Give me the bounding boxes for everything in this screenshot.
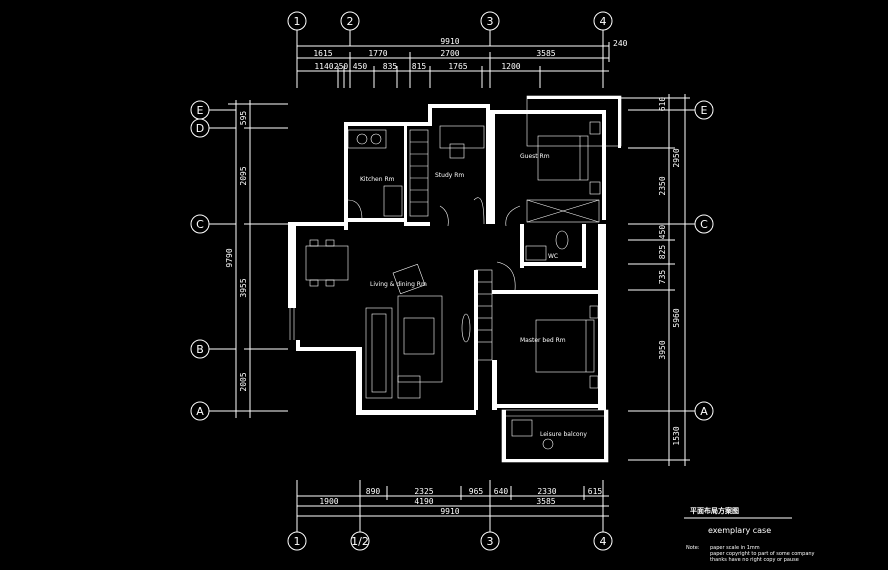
dim-right-outer-0: 2950: [672, 148, 681, 167]
dim-bot-total: 9910: [440, 507, 459, 516]
dim-top-r2-0: 1615: [313, 49, 332, 58]
dim-top-r2-1: 1770: [368, 49, 387, 58]
dim-top-r3-2: 450: [353, 62, 368, 71]
dim-bot-r1-0: 890: [366, 487, 381, 496]
title-block-subtitle: exemplary case: [708, 526, 771, 535]
dim-right-inner-3: 825: [658, 245, 667, 260]
dim-bot-r1-1: 2325: [414, 487, 433, 496]
room-label-kitchen: Kitchen Rm: [360, 176, 395, 183]
svg-text:A: A: [196, 405, 204, 418]
grid-bubble-right-0: E: [694, 100, 714, 120]
grid-bubble-bottom-1: 1/2: [350, 531, 370, 551]
title-block-title: 平面布局方案图: [690, 506, 739, 515]
title-block-note-2: thanks have no right copy or pause: [710, 557, 799, 563]
grid-bubble-left-3: B: [190, 339, 210, 359]
walls: [288, 95, 622, 463]
svg-text:4: 4: [600, 535, 607, 548]
grid-bubble-left-1: D: [190, 118, 210, 138]
grid-bubble-bottom-0: 1: [287, 531, 307, 551]
dim-right-outer-2: 1530: [672, 426, 681, 445]
dim-top-r3-4: 815: [412, 62, 427, 71]
dim-top-r3-0: 1140: [314, 62, 333, 71]
dim-top-r3-5: 1765: [448, 62, 467, 71]
dim-top-r2-2: 2700: [440, 49, 459, 58]
svg-text:B: B: [196, 343, 204, 356]
dim-top-r2-3: 3585: [536, 49, 555, 58]
title-block-note-0: paper scale in 1mm: [710, 545, 760, 551]
svg-text:1: 1: [294, 535, 301, 548]
grid-bubble-bottom-2: 3: [480, 531, 500, 551]
top-dimension-group: 9910 240 1615 1770 2700 3585 1140 250 45…: [296, 37, 628, 88]
svg-text:1: 1: [294, 15, 301, 28]
dim-left-total: 9790: [225, 248, 234, 267]
svg-text:A: A: [700, 405, 708, 418]
dim-left-0: 595: [239, 111, 248, 126]
left-dimension-group: 9790 595 2095 3955 2005: [225, 100, 288, 418]
svg-text:C: C: [700, 218, 708, 231]
grid-bubble-left-0: E: [190, 100, 210, 120]
grid-bubble-top-3: 4: [593, 11, 613, 31]
svg-text:1/2: 1/2: [351, 535, 369, 548]
dim-left-2: 3955: [239, 278, 248, 297]
title-block-note-label: Note:: [686, 545, 700, 551]
room-label-guest: Guest Rm: [520, 153, 550, 160]
dim-right-inner-2: 450: [658, 225, 667, 240]
dim-top-over: 240: [613, 39, 628, 48]
grid-bubble-right-2: A: [694, 401, 714, 421]
dim-bot-r2-1: 4190: [414, 497, 433, 506]
dim-bot-r1-5: 615: [588, 487, 603, 496]
grid-bubble-top-1: 2: [340, 11, 360, 31]
room-label-wc: WC: [548, 253, 558, 260]
svg-text:E: E: [701, 104, 708, 117]
dim-bot-r1-3: 640: [494, 487, 509, 496]
dim-right-outer-1: 5960: [672, 308, 681, 327]
dim-bot-r2-2: 3585: [536, 497, 555, 506]
svg-text:4: 4: [600, 15, 607, 28]
dim-right-inner-0: 610: [658, 97, 667, 112]
svg-text:3: 3: [487, 535, 494, 548]
dim-top-r3-3: 835: [383, 62, 398, 71]
grid-bubble-left-4: A: [190, 401, 210, 421]
dim-top-total: 9910: [440, 37, 459, 46]
dim-top-r3-6: 1200: [501, 62, 520, 71]
room-label-balcony: Leisure balcony: [540, 431, 587, 438]
dim-bot-r1-2: 965: [469, 487, 484, 496]
title-block-note-1: paper copyright to part of some company: [710, 551, 815, 557]
room-label-living: Living & dining Rm: [370, 281, 427, 288]
bottom-dimension-group: 890 2325 965 640 2330 615 1900 4190 3585…: [296, 480, 609, 524]
dim-bot-r2-0: 1900: [319, 497, 338, 506]
room-label-study: Study Rm: [435, 172, 464, 179]
svg-text:3: 3: [487, 15, 494, 28]
svg-text:2: 2: [347, 15, 354, 28]
grid-bubble-top-2: 3: [480, 11, 500, 31]
dim-right-inner-1: 2350: [658, 176, 667, 195]
svg-text:D: D: [196, 122, 204, 135]
dim-left-1: 2095: [239, 166, 248, 185]
fixtures: [289, 121, 604, 450]
svg-text:C: C: [196, 218, 204, 231]
room-label-master: Master bed Rm: [520, 337, 566, 344]
title-block: 平面布局方案图 exemplary case Note: paper scale…: [684, 506, 815, 563]
room-labels: Kitchen Rm Study Rm Guest Rm WC Living &…: [360, 153, 587, 438]
dim-left-3: 2005: [239, 372, 248, 391]
right-dimension-group: 2950 5960 1530 610 2350 450 825 735 3950: [620, 94, 690, 466]
dim-bot-r1-4: 2330: [537, 487, 556, 496]
dim-right-inner-4: 735: [658, 270, 667, 285]
dim-right-inner-5: 3950: [658, 340, 667, 359]
grid-bubble-left-2: C: [190, 214, 210, 234]
grid-bubble-bottom-3: 4: [593, 531, 613, 551]
dim-top-r3-1: 250: [334, 62, 349, 71]
svg-text:E: E: [197, 104, 204, 117]
grid-bubble-right-1: C: [694, 214, 714, 234]
grid-bubble-top-0: 1: [287, 11, 307, 31]
